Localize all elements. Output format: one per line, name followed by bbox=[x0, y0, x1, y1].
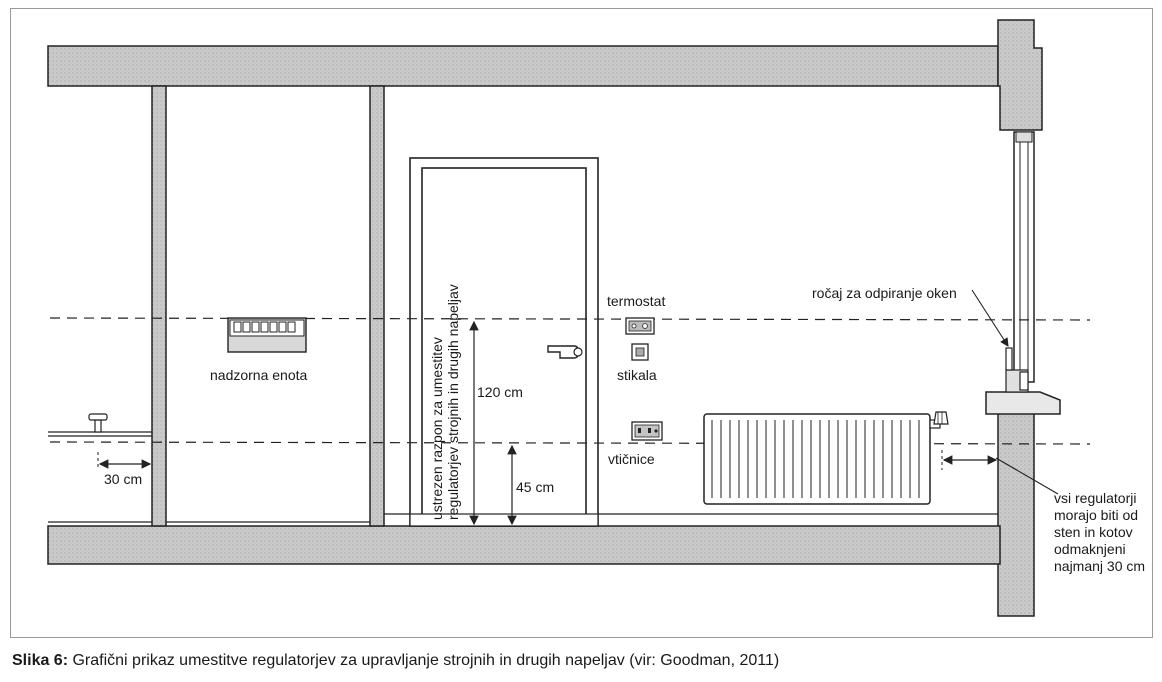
figure-frame bbox=[10, 8, 1153, 638]
sockets-label: vtičnice bbox=[608, 451, 655, 467]
pipe-valve-icon bbox=[48, 413, 152, 437]
building-section-diagram: nadzorna enota termostat stikala vtičnic… bbox=[47, 19, 1145, 617]
thermostat-label: termostat bbox=[607, 293, 665, 309]
switches-label: stikala bbox=[617, 367, 657, 383]
radiator bbox=[703, 413, 931, 505]
height-45cm-label: 45 cm bbox=[516, 479, 554, 495]
note-text-line-1: vsi regulatorji bbox=[1054, 490, 1136, 506]
note-text-line-5: najmanj 30 cm bbox=[1054, 558, 1145, 574]
height-line-45 bbox=[49, 441, 1091, 445]
outer-wall-right-lower bbox=[997, 403, 1035, 617]
height-line-120 bbox=[49, 317, 1091, 321]
note-text-line-4: odmaknjeni bbox=[1054, 541, 1126, 557]
note-text-line-3: sten in kotov bbox=[1054, 524, 1133, 540]
caption-label: Slika 6: bbox=[12, 652, 69, 669]
window-handle-icon bbox=[1005, 347, 1029, 391]
distance-30cm-label: 30 cm bbox=[104, 471, 142, 487]
caption-text: Grafični prikaz umestitve regulatorjev z… bbox=[68, 652, 780, 669]
control-unit-label: nadzorna enota bbox=[210, 367, 308, 383]
control-unit-icon bbox=[227, 317, 307, 353]
door bbox=[409, 157, 599, 527]
note-text-line-2: morajo biti od bbox=[1054, 507, 1138, 523]
range-text-line-1: ustrezen razpon za umestitev bbox=[429, 337, 445, 520]
switch-icon bbox=[631, 343, 649, 361]
floor-slab bbox=[47, 525, 1001, 565]
height-120cm-label: 120 cm bbox=[477, 384, 523, 400]
radiator-valve-icon bbox=[929, 411, 949, 429]
outer-wall-right bbox=[997, 19, 1043, 131]
partition-wall-left bbox=[151, 85, 167, 527]
thermostat-icon bbox=[625, 317, 655, 335]
figure-caption: Slika 6: Grafični prikaz umestitve regul… bbox=[12, 652, 779, 670]
window-handle-label: ročaj za odpiranje oken bbox=[812, 285, 957, 301]
window-handle-leader bbox=[971, 289, 1009, 347]
socket-icon bbox=[631, 421, 663, 441]
range-text-line-2: regulatorjev strojnih in drugih napeljav bbox=[445, 284, 461, 520]
ceiling-slab bbox=[47, 45, 999, 87]
partition-wall-middle bbox=[369, 85, 385, 527]
note-leader bbox=[995, 457, 1059, 495]
range-description: ustrezen razpon za umestitev regulatorje… bbox=[429, 284, 461, 520]
door-handle-icon bbox=[547, 345, 583, 359]
note-text: vsi regulatorji morajo biti od sten in k… bbox=[1054, 490, 1145, 574]
